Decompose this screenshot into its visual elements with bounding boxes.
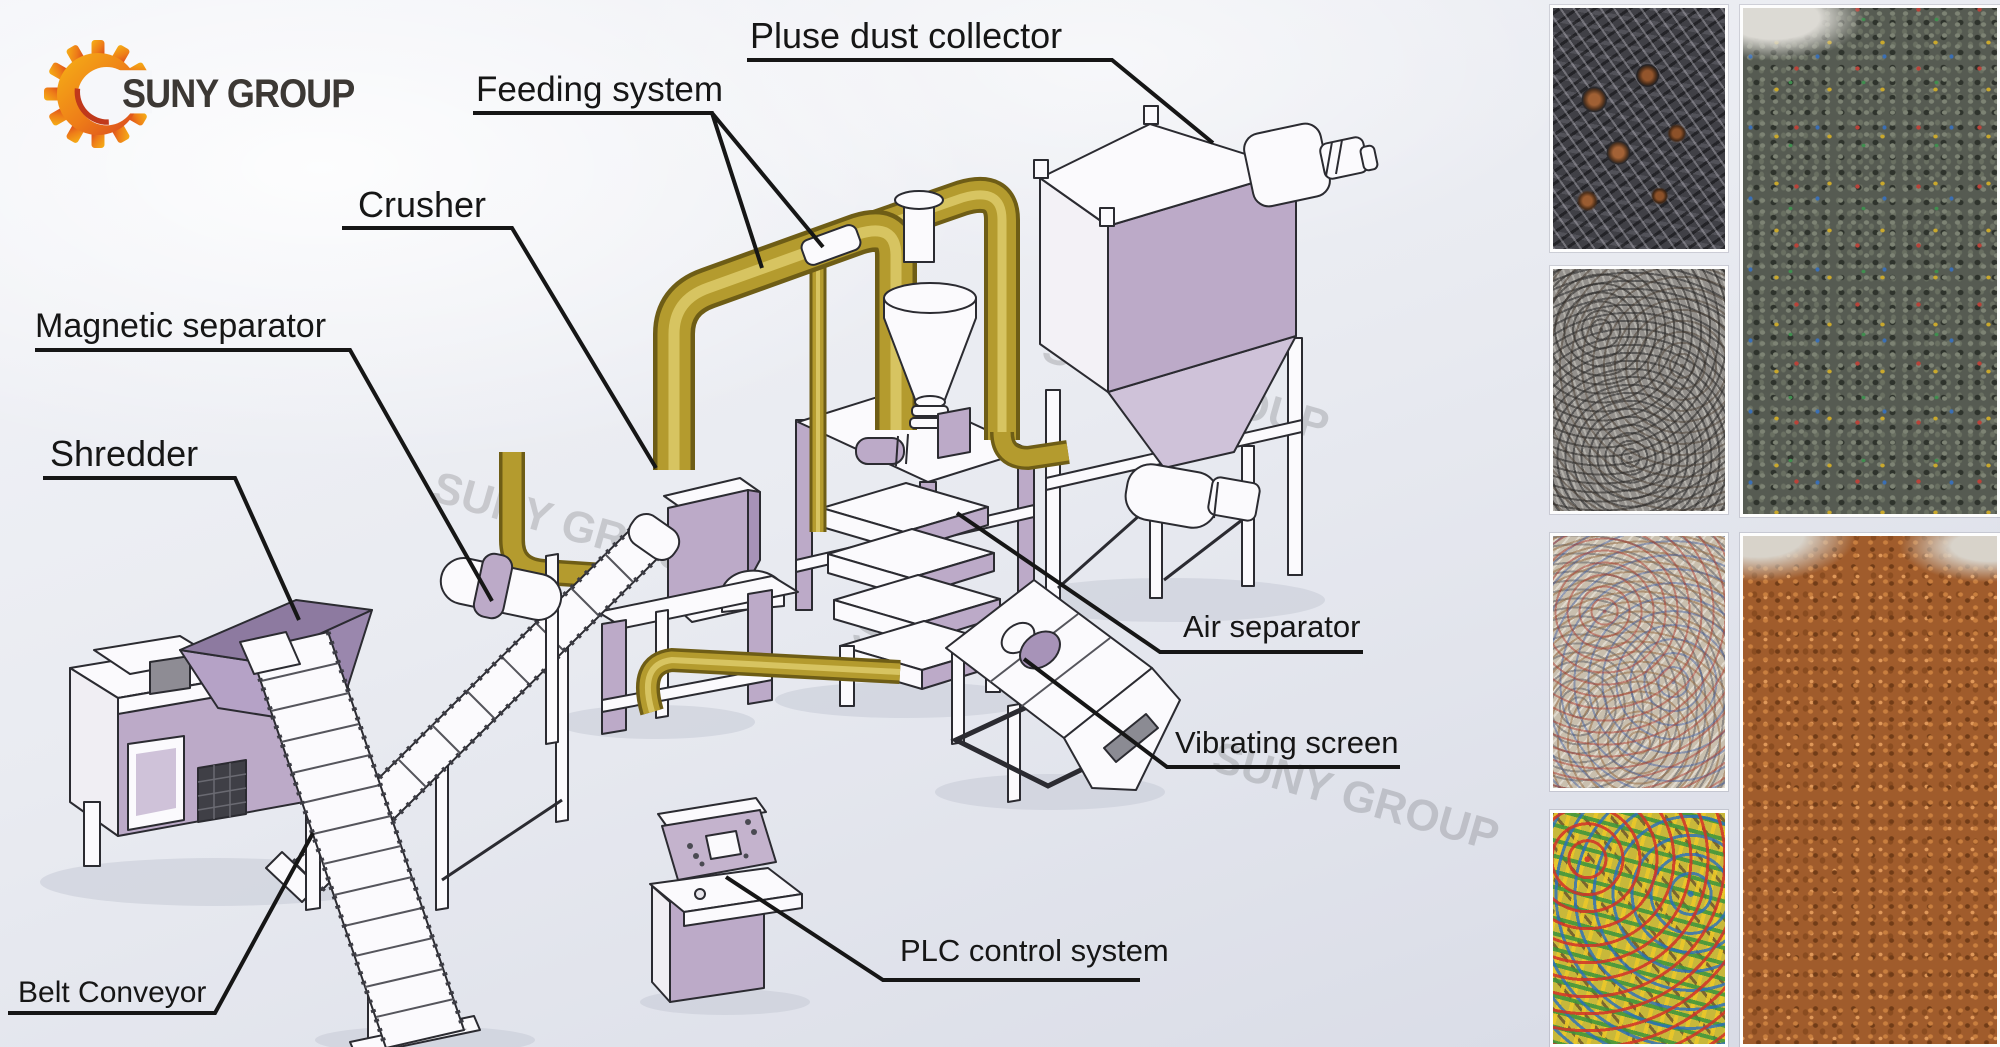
dust-collector-fan: [1243, 122, 1379, 208]
brand-logo: SUNY GROUP: [44, 40, 380, 148]
label-text: Vibrating screen: [1175, 725, 1398, 760]
label-pulse-dust-collector: Pluse dust collector: [747, 15, 1215, 145]
photo-colorful-wire-scrap: [1550, 810, 1728, 1047]
photo-mixed-wire-scrap: [1550, 533, 1728, 791]
label-shredder: Shredder: [43, 433, 301, 621]
photo-copper-granules-output: [1740, 533, 2000, 1047]
label-air-separator: Air separator: [955, 511, 1363, 654]
leader-line: [473, 111, 825, 269]
leader-line: [342, 226, 658, 470]
dust-collector-discharge-blower: [1124, 463, 1261, 529]
pneumatic-pipe-system: [653, 176, 1070, 532]
photo-tangled-wire-scrap: [1550, 266, 1728, 514]
brand-name: SUNY GROUP: [122, 71, 355, 116]
label-plc-control-system: PLC control system: [724, 875, 1169, 982]
label-magnetic-separator: Magnetic separator: [35, 307, 494, 602]
leader-line: [43, 476, 301, 621]
label-text: Feeding system: [476, 70, 723, 109]
vibrating-screen-machine: [945, 579, 1181, 803]
belt-conveyor-machine: [239, 631, 481, 1047]
label-feeding-system: Feeding system: [473, 70, 825, 269]
label-vibrating-screen: Vibrating screen: [1022, 657, 1400, 769]
discharge-duct-pipe: [499, 452, 901, 716]
leader-line: [955, 511, 1363, 654]
leader-line: [35, 348, 494, 602]
gear-icon: [44, 40, 152, 148]
leader-line: [1022, 657, 1400, 769]
photo-cable-scrap: [1550, 5, 1728, 252]
label-text: Pluse dust collector: [750, 15, 1062, 56]
leader-line: [747, 58, 1215, 145]
label-text: Magnetic separator: [35, 307, 326, 345]
leader-line: [8, 832, 315, 1015]
air-separator-machine: [795, 389, 1035, 707]
magnetic-drum: [439, 552, 563, 621]
crusher-machine: [597, 477, 799, 735]
pulse-dust-collector-machine: [1033, 105, 1379, 601]
leader-line: [724, 875, 1140, 982]
label-text: Air separator: [1183, 609, 1360, 644]
label-text: Belt Conveyor: [18, 976, 206, 1009]
label-crusher: Crusher: [342, 184, 658, 470]
callout-labels: Pluse dust collector Feeding system Crus…: [8, 15, 1400, 1015]
cyclone-separator: [855, 190, 977, 467]
label-text: Crusher: [358, 184, 486, 225]
label-text: PLC control system: [900, 933, 1169, 968]
label-text: Shredder: [50, 433, 198, 474]
plc-control-console: [649, 797, 803, 1003]
photo-plastic-granules-output: [1740, 5, 2000, 517]
label-belt-conveyor: Belt Conveyor: [8, 832, 315, 1015]
